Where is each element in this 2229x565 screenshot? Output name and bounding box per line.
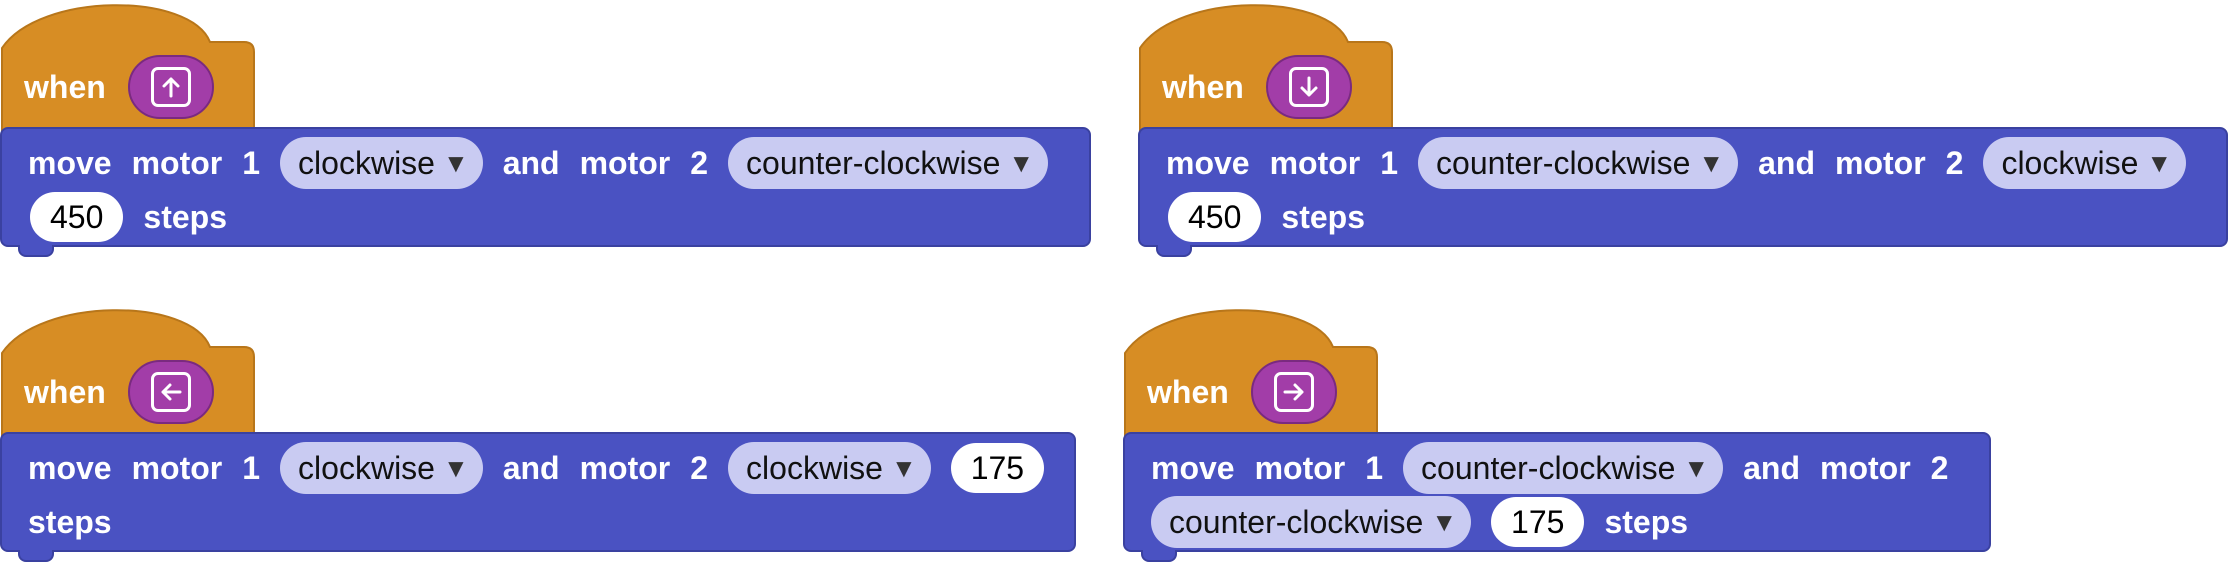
dropdown-value: clockwise: [298, 449, 435, 486]
motor-2-number: 2: [1930, 449, 1949, 486]
arrow-up-icon: [150, 67, 191, 107]
and-label: and: [502, 144, 560, 181]
key-selector[interactable]: [1250, 360, 1337, 424]
hat-block-content: when: [1147, 360, 1337, 424]
script-up-arrow[interactable]: when move motor 1 clockwise ▼ and motor …: [0, 0, 1100, 260]
hat-block-content: when: [24, 55, 214, 119]
motor-1-number: 1: [1365, 449, 1384, 486]
chevron-down-icon: ▼: [1431, 506, 1458, 537]
chevron-down-icon: ▼: [1683, 452, 1710, 483]
block-row-2: steps: [28, 494, 132, 550]
move-label: move: [1151, 449, 1235, 486]
steps-input[interactable]: 450: [1168, 192, 1262, 242]
steps-input[interactable]: 450: [30, 192, 124, 242]
motor-2-direction-dropdown[interactable]: counter-clockwise ▼: [1151, 496, 1472, 548]
motor-1-direction-dropdown[interactable]: counter-clockwise ▼: [1403, 442, 1724, 494]
steps-label: steps: [28, 503, 112, 540]
arrow-left-icon: [150, 372, 191, 412]
steps-label: steps: [1604, 503, 1689, 540]
motor-1-direction-dropdown[interactable]: clockwise ▼: [280, 137, 483, 189]
dropdown-value: clockwise: [298, 144, 435, 181]
block-row-2: 450 steps: [1168, 189, 1385, 245]
motor-label: motor: [1819, 449, 1911, 486]
block-row-1: move motor 1 counter-clockwise ▼ and mot…: [1166, 135, 2206, 191]
motor-label: motor: [1254, 449, 1346, 486]
motor-1-direction-dropdown[interactable]: clockwise ▼: [280, 442, 483, 494]
dropdown-value: counter-clockwise: [1169, 503, 1424, 540]
and-label: and: [1758, 144, 1815, 181]
motor-2-direction-dropdown[interactable]: clockwise ▼: [1983, 137, 2187, 189]
dropdown-value: counter-clockwise: [746, 144, 1001, 181]
block-notch: [1141, 550, 1177, 562]
steps-label: steps: [143, 198, 227, 235]
arrow-right-icon: [1273, 372, 1314, 412]
motor-2-direction-dropdown[interactable]: clockwise ▼: [728, 442, 931, 494]
chevron-down-icon: ▼: [1698, 147, 1725, 178]
hat-block-content: when: [1162, 55, 1352, 119]
motor-1-direction-dropdown[interactable]: counter-clockwise ▼: [1418, 137, 1739, 189]
when-label: when: [24, 373, 106, 410]
block-notch: [18, 550, 54, 562]
move-label: move: [28, 449, 112, 486]
motor-2-number: 2: [1945, 144, 1964, 181]
motor-label: motor: [1269, 144, 1361, 181]
chevron-down-icon: ▼: [442, 147, 469, 178]
dropdown-value: clockwise: [2001, 144, 2139, 181]
move-label: move: [1166, 144, 1250, 181]
script-right-arrow[interactable]: when move motor 1 counter-clockwise ▼ an…: [1123, 305, 2123, 565]
block-row-1: move motor 1 clockwise ▼ and motor 2 clo…: [28, 440, 1064, 496]
move-motors-block[interactable]: move motor 1 counter-clockwise ▼ and mot…: [1123, 432, 1991, 562]
and-label: and: [502, 449, 560, 486]
and-label: and: [1743, 449, 1800, 486]
steps-input[interactable]: 175: [950, 443, 1045, 493]
chevron-down-icon: ▼: [442, 452, 469, 483]
motor-2-direction-dropdown[interactable]: counter-clockwise ▼: [728, 137, 1049, 189]
move-motors-block[interactable]: move motor 1 counter-clockwise ▼ and mot…: [1138, 127, 2228, 257]
motor-1-number: 1: [1380, 144, 1399, 181]
script-left-arrow[interactable]: when move motor 1 clockwise ▼ and motor …: [0, 305, 1100, 565]
key-selector[interactable]: [1265, 55, 1352, 119]
move-motors-block[interactable]: move motor 1 clockwise ▼ and motor 2 cou…: [0, 127, 1091, 257]
chevron-down-icon: ▼: [1008, 147, 1035, 178]
script-down-arrow[interactable]: when move motor 1 counter-clockwise ▼ an…: [1138, 0, 2229, 260]
motor-1-number: 1: [242, 449, 261, 486]
when-label: when: [24, 68, 106, 105]
block-row-2: counter-clockwise ▼ 175 steps: [1151, 494, 1708, 550]
move-motors-block[interactable]: move motor 1 clockwise ▼ and motor 2 clo…: [0, 432, 1076, 562]
dropdown-value: counter-clockwise: [1436, 144, 1691, 181]
motor-label: motor: [579, 449, 671, 486]
arrow-down-icon: [1288, 67, 1329, 107]
steps-label: steps: [1281, 198, 1365, 235]
motor-label: motor: [579, 144, 671, 181]
motor-label: motor: [1834, 144, 1926, 181]
chevron-down-icon: ▼: [890, 452, 917, 483]
hat-block-content: when: [24, 360, 214, 424]
dropdown-value: clockwise: [746, 449, 883, 486]
move-label: move: [28, 144, 112, 181]
motor-2-number: 2: [690, 144, 709, 181]
when-label: when: [1147, 373, 1229, 410]
block-notch: [1156, 245, 1192, 257]
block-row-1: move motor 1 counter-clockwise ▼ and mot…: [1151, 440, 1968, 496]
when-label: when: [1162, 68, 1244, 105]
motor-label: motor: [131, 144, 223, 181]
motor-2-number: 2: [690, 449, 709, 486]
steps-input[interactable]: 175: [1491, 497, 1585, 547]
chevron-down-icon: ▼: [2146, 147, 2173, 178]
dropdown-value: counter-clockwise: [1421, 449, 1676, 486]
key-selector[interactable]: [127, 55, 214, 119]
block-row-2: 450 steps: [30, 189, 247, 245]
block-row-1: move motor 1 clockwise ▼ and motor 2 cou…: [28, 135, 1068, 191]
motor-label: motor: [131, 449, 223, 486]
motor-1-number: 1: [242, 144, 261, 181]
key-selector[interactable]: [127, 360, 214, 424]
block-notch: [18, 245, 54, 257]
